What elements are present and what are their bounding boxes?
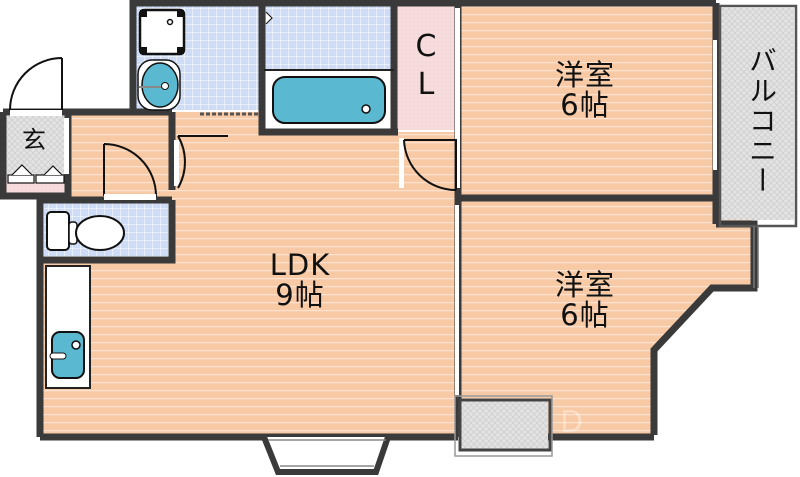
bath-door-marker: [265, 11, 273, 25]
balcony-label: バルコニー: [740, 36, 778, 206]
ldk-name: LDK: [269, 248, 331, 282]
closet-l: L: [417, 67, 435, 102]
bathtub-icon: [272, 76, 386, 124]
toilet-icon: [46, 211, 125, 251]
washing-machine-icon: [138, 8, 186, 56]
bedroom-north-name: 洋室: [554, 58, 615, 92]
bedroom-north-size: 6帖: [560, 88, 610, 123]
wash-basin-icon: [137, 59, 181, 111]
bottom-balcony-frame: [458, 398, 552, 452]
balcony-floor: [720, 8, 794, 220]
bay-window: [261, 435, 391, 475]
watermark: D: [560, 405, 590, 440]
bedroom-south-label: 洋室 6帖: [535, 270, 635, 331]
ldk-label: LDK 9帖: [250, 250, 350, 311]
closet-c: C: [415, 29, 437, 64]
closet-label: C L: [400, 28, 452, 104]
closet-floor: [396, 6, 456, 130]
entrance-name: 玄: [22, 126, 46, 154]
kitchen-sink-icon: [49, 331, 85, 379]
doors: [8, 57, 457, 200]
bedroom-south-size: 6帖: [560, 298, 610, 333]
bedroom-north-floor: [458, 6, 716, 198]
sliding-doors: [64, 8, 717, 395]
ldk-floor: [40, 112, 458, 435]
bedroom-north-label: 洋室 6帖: [535, 60, 635, 121]
bedroom-south-name: 洋室: [554, 268, 615, 302]
bedroom-south-floor: [458, 198, 752, 435]
entrance-label: 玄: [12, 126, 56, 154]
walls: [0, 0, 758, 441]
entrance-floor: [6, 116, 66, 178]
ldk-size: 9帖: [275, 278, 325, 313]
bottom-balcony-outer: [454, 395, 553, 457]
bathroom-floor: [264, 6, 394, 70]
balcony-name: バルコニー: [745, 46, 778, 196]
balcony-railing: [753, 226, 759, 288]
shoe-rack-icon: [7, 164, 65, 184]
bottom-balcony-floor: [460, 400, 548, 450]
